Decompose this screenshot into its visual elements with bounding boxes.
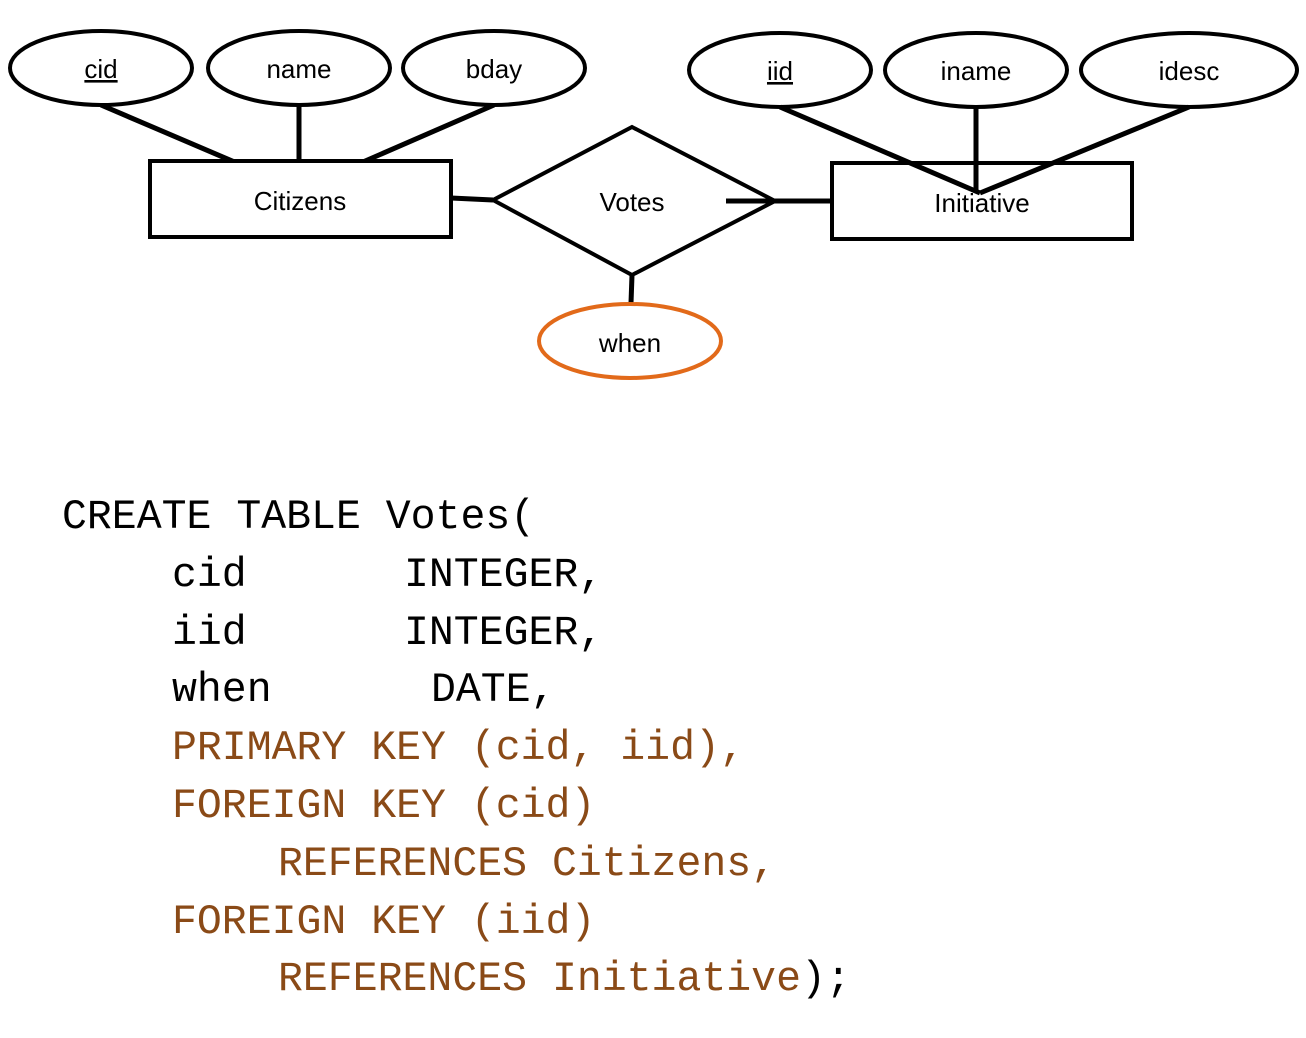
column-name: cid bbox=[172, 551, 247, 599]
attr-cid bbox=[8, 29, 194, 107]
attr-iid-label: iid bbox=[767, 56, 793, 86]
column-type: INTEGER, bbox=[404, 609, 604, 657]
sql-line-primary-key: PRIMARY KEY (cid, iid), bbox=[172, 725, 745, 773]
attr-name bbox=[206, 29, 392, 107]
column-name: when bbox=[172, 667, 272, 715]
sql-line-column-cid: cid INTEGER, bbox=[62, 547, 851, 605]
attr-when-label: when bbox=[598, 328, 661, 358]
sql-line-column-when: when DATE, bbox=[62, 662, 851, 720]
attr-bday-label: bday bbox=[466, 54, 522, 84]
closing-paren: ); bbox=[801, 956, 851, 1004]
attr-idesc-label: idesc bbox=[1159, 56, 1220, 86]
attr-iname-label: iname bbox=[941, 56, 1012, 86]
entity-citizens-label: Citizens bbox=[254, 186, 346, 216]
sql-line-references-citizens: REFERENCES Citizens, bbox=[278, 840, 777, 888]
entity-initiative-label: Initiative bbox=[934, 188, 1029, 218]
sql-line-create: CREATE TABLE Votes( bbox=[62, 494, 536, 541]
sql-line-foreign-key-cid: FOREIGN KEY (cid) bbox=[172, 782, 596, 830]
entity-initiative bbox=[830, 161, 1134, 241]
entity-citizens bbox=[148, 159, 453, 239]
column-type: DATE, bbox=[431, 667, 556, 715]
er-diagram: Citizens cid name bday Votes when iid in… bbox=[8, 29, 1299, 380]
edge-citizens-votes bbox=[450, 195, 494, 203]
relationship-votes-label: Votes bbox=[599, 187, 664, 217]
attr-when bbox=[537, 302, 723, 380]
attr-name-label: name bbox=[266, 54, 331, 84]
column-name: iid bbox=[172, 609, 247, 657]
edge-initiative-idesc bbox=[979, 104, 1190, 196]
sql-line-references-initiative: REFERENCES Initiative); bbox=[62, 951, 851, 1009]
attr-bday bbox=[401, 29, 587, 107]
attr-cid-label: cid bbox=[84, 54, 117, 84]
edge-votes-when bbox=[628, 274, 635, 304]
column-type: INTEGER, bbox=[404, 551, 604, 599]
references-initiative-text: REFERENCES Initiative bbox=[278, 956, 801, 1004]
sql-line-column-iid: iid INTEGER, bbox=[62, 605, 851, 663]
edge-initiative-iid bbox=[779, 104, 981, 196]
relationship-votes bbox=[488, 124, 780, 278]
sql-line-foreign-key-iid: FOREIGN KEY (iid) bbox=[172, 898, 596, 946]
